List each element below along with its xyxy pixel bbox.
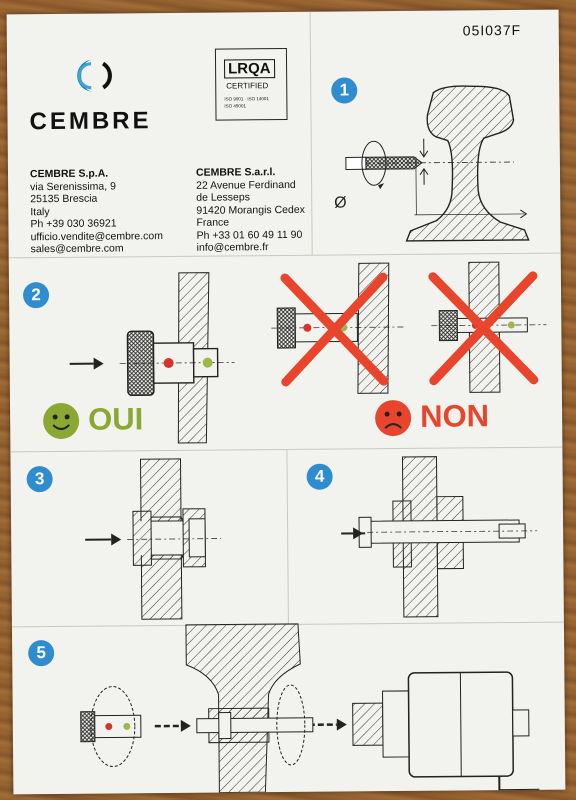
address-line: 91420 Morangis Cedex <box>196 203 305 217</box>
cembre-logo-icon <box>77 59 112 92</box>
phone-number: Ph +39 030 36921 <box>30 217 117 231</box>
sad-face-icon <box>375 400 412 437</box>
certification-standard: ISO 45001 <box>224 103 246 109</box>
instruction-sheet: 05I037F CEMBRE LRQA CERTIFIED ISO 9001 ·… <box>6 9 566 795</box>
address-line: France <box>196 216 230 229</box>
fold-line <box>309 11 313 255</box>
step3-insert-bush-diagram <box>85 458 222 620</box>
email-link[interactable]: info@cembre.fr <box>196 241 269 254</box>
no-label: NON <box>419 398 490 434</box>
certification-standard: ISO 9001 · ISO 14001 <box>224 96 269 102</box>
company-name: CEMBRE S.p.A. <box>29 167 109 181</box>
address-line: Italy <box>30 205 50 218</box>
step-badge-3: 3 <box>26 466 53 493</box>
address-line: 25135 Brescia <box>30 192 98 206</box>
diameter-symbol: Ø <box>334 194 347 211</box>
brand-name: CEMBRE <box>29 107 152 136</box>
step-badge-2: 2 <box>22 282 50 309</box>
company-name: CEMBRE S.a.r.l. <box>195 166 276 179</box>
step2-correct-diagram <box>69 272 235 444</box>
address-france: CEMBRE S.a.r.l. 22 Avenue Ferdinand de L… <box>196 166 305 254</box>
smiley-face-icon <box>43 402 80 439</box>
step2-wrong-diagram-2 <box>428 261 547 393</box>
email-link[interactable]: sales@cembre.com <box>30 242 124 256</box>
fold-line <box>286 448 289 624</box>
address-line: via Serenissima, 9 <box>30 179 116 193</box>
step1-rail-drill-diagram: Ø <box>334 85 530 242</box>
address-line: de Lesseps <box>196 191 250 204</box>
step2-wrong-diagram-1 <box>271 262 407 394</box>
step5-tighten-diagram <box>80 623 540 794</box>
certification-badge: LRQA CERTIFIED ISO 9001 · ISO 14001 ISO … <box>214 47 288 121</box>
yes-label: OUI <box>87 401 144 437</box>
step4-insert-bolt-diagram <box>341 456 538 618</box>
certification-logo: LRQA <box>224 59 275 79</box>
certification-label: CERTIFIED <box>226 81 269 91</box>
email-link[interactable]: ufficio.vendite@cembre.com <box>30 229 164 243</box>
step-badge-5: 5 <box>28 640 55 667</box>
phone-number: Ph +33 01 60 49 11 90 <box>196 228 303 242</box>
address-italy: CEMBRE S.p.A. via Serenissima, 9 25135 B… <box>30 167 163 256</box>
document-code: 05I037F <box>462 21 522 39</box>
address-line: 22 Avenue Ferdinand <box>196 178 296 192</box>
